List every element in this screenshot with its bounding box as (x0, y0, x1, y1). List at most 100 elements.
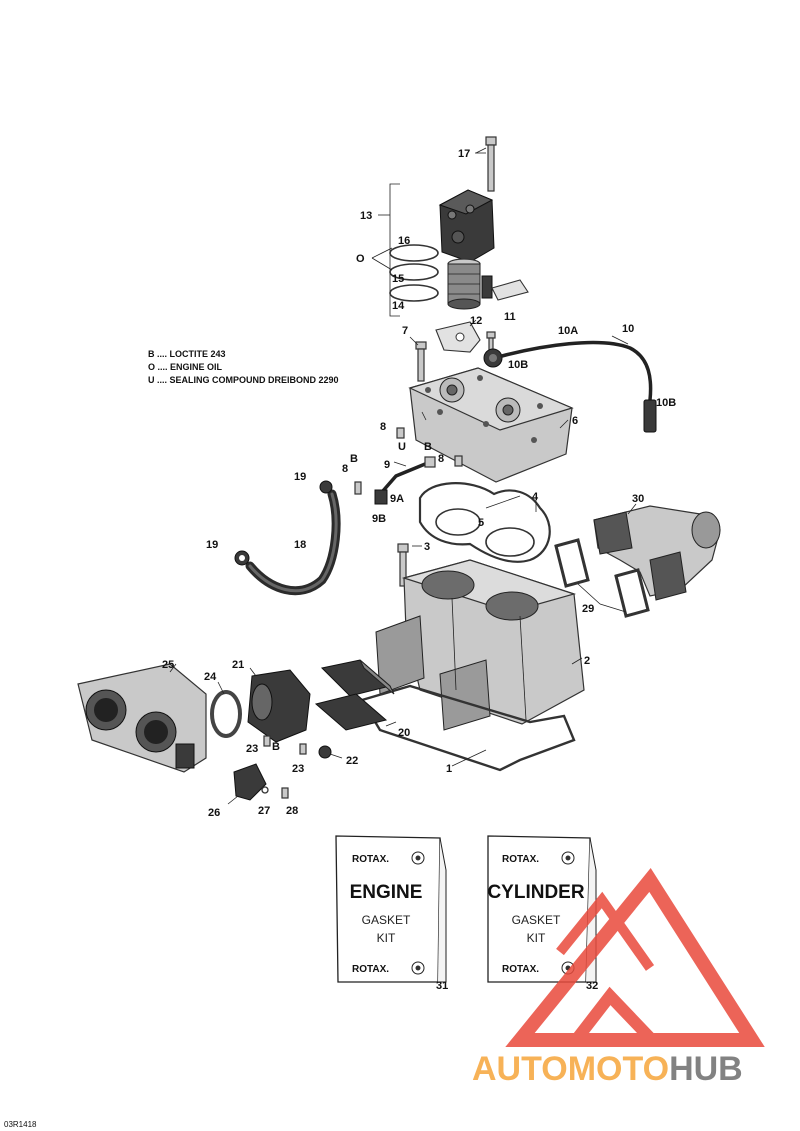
callout-17: 17 (458, 148, 470, 160)
legend-loctite: B .... LOCTITE 243 (148, 349, 226, 359)
callout-18: 18 (294, 539, 306, 551)
callout-16: 16 (398, 235, 410, 247)
part-10-sensor-harness (483, 335, 657, 433)
callout-26: 26 (208, 807, 220, 819)
kit-32-number: 32 (586, 980, 598, 992)
callout-19a: 19 (294, 471, 306, 483)
callout-11: 11 (504, 311, 516, 323)
callout-5: 5 (478, 517, 484, 529)
callout-1: 1 (446, 763, 452, 775)
kit-32-title: CYLINDER (487, 882, 584, 903)
part-6-cylinder-head (408, 367, 574, 483)
callouts: 17 13 16 O 15 14 12 11 7 10A 10 10B 10B … (162, 148, 676, 819)
kit-32-brand: ROTAX. (502, 854, 539, 865)
legend-engine-oil: O .... ENGINE OIL (148, 362, 223, 372)
o-ring-16 (389, 244, 439, 262)
part-30-exhaust-manifold (593, 505, 721, 601)
watermark-automoto: AUTOMOTO (472, 1050, 669, 1088)
callout-27: 27 (258, 805, 270, 817)
callout-10b-bottom: 10B (656, 397, 676, 409)
callout-20: 20 (398, 727, 410, 739)
part-22-grommet (318, 745, 332, 759)
kit-32-brand-bottom: ROTAX. (502, 964, 539, 975)
callout-8a: 8 (380, 421, 386, 433)
watermark: AUTOMOTOHUB (472, 868, 765, 1088)
callout-23b: 23 (292, 763, 304, 775)
part-8-screws (354, 427, 463, 495)
kit-31-brand-bottom: ROTAX. (352, 964, 389, 975)
bracket-13 (378, 183, 400, 317)
callout-29: 29 (582, 603, 594, 615)
legend-sealing-compound: U .... SEALING COMPOUND DREIBOND 2290 (148, 375, 339, 385)
part-23-screws (263, 735, 307, 755)
o-rings (371, 244, 439, 302)
callout-2: 2 (584, 655, 590, 667)
kit-31-line1: GASKET (362, 913, 411, 927)
gasket-kit-31: ROTAX. ENGINE GASKET KIT ROTAX. 31 (335, 835, 448, 992)
kit-31-number: 31 (436, 980, 448, 992)
part-1-base-gasket (360, 684, 576, 772)
kit-32-line2: KIT (527, 931, 546, 945)
callout-15: 15 (392, 273, 404, 285)
kit-32-line1: GASKET (512, 913, 561, 927)
callout-21: 21 (232, 659, 244, 671)
part-27-o-ring (261, 786, 269, 794)
marker-u: U (398, 441, 406, 453)
part-26-sensor (233, 763, 267, 801)
legend: B .... LOCTITE 243 O .... ENGINE OIL U .… (148, 349, 339, 385)
part-29-exhaust-gaskets (554, 538, 650, 618)
callout-6: 6 (572, 415, 578, 427)
part-24-clamp (210, 690, 242, 738)
callout-13: 13 (360, 210, 372, 222)
kit-31-brand: ROTAX. (352, 854, 389, 865)
callout-12: 12 (470, 315, 482, 327)
part-3-stud (397, 543, 409, 587)
callout-19b: 19 (206, 539, 218, 551)
part-19-clamps (234, 480, 333, 566)
part-4-head-gasket (418, 482, 551, 563)
marker-b1: B (424, 441, 432, 453)
callout-7: 7 (402, 325, 408, 337)
part-13-filter (447, 258, 529, 310)
callout-22: 22 (346, 755, 358, 767)
marker-b3: B (272, 741, 280, 753)
callout-8c: 8 (342, 463, 348, 475)
part-7-bolt (409, 336, 427, 382)
part-2-cylinder-block (375, 559, 585, 731)
callout-28: 28 (286, 805, 298, 817)
part-17-bolt (475, 136, 497, 192)
marker-o: O (356, 253, 365, 265)
callout-10: 10 (622, 323, 634, 335)
callout-10a: 10A (558, 325, 578, 337)
part-21-intake-rubber (247, 669, 311, 743)
part-13-housing (438, 189, 495, 263)
part-25-throttle-body (77, 663, 207, 773)
kit-31-title: ENGINE (350, 882, 423, 903)
callout-3: 3 (424, 541, 430, 553)
marker-b2: B (350, 453, 358, 465)
kit-31-line2: KIT (377, 931, 396, 945)
callout-8b: 8 (438, 453, 444, 465)
leader-lines (169, 147, 637, 805)
o-ring-15 (389, 263, 439, 281)
callout-24: 24 (204, 671, 217, 683)
part-12-gasket (435, 319, 481, 353)
callout-14: 14 (392, 300, 405, 312)
watermark-hub: HUB (669, 1050, 743, 1088)
callout-10b-top: 10B (508, 359, 528, 371)
callout-9b: 9B (372, 513, 386, 525)
watermark-text: AUTOMOTOHUB (472, 1050, 743, 1088)
callout-30: 30 (632, 493, 644, 505)
drawing-code: 03R1418 (4, 1120, 37, 1129)
callout-25: 25 (162, 659, 174, 671)
callout-4: 4 (532, 491, 539, 503)
part-5-o-rings (435, 508, 535, 557)
o-ring-14 (389, 284, 439, 302)
part-9-fitting (374, 456, 436, 505)
callout-9: 9 (384, 459, 390, 471)
callout-23a: 23 (246, 743, 258, 755)
part-20-reed-valves (314, 659, 395, 731)
part-18-hose (245, 489, 341, 596)
callout-9a: 9A (390, 493, 404, 505)
